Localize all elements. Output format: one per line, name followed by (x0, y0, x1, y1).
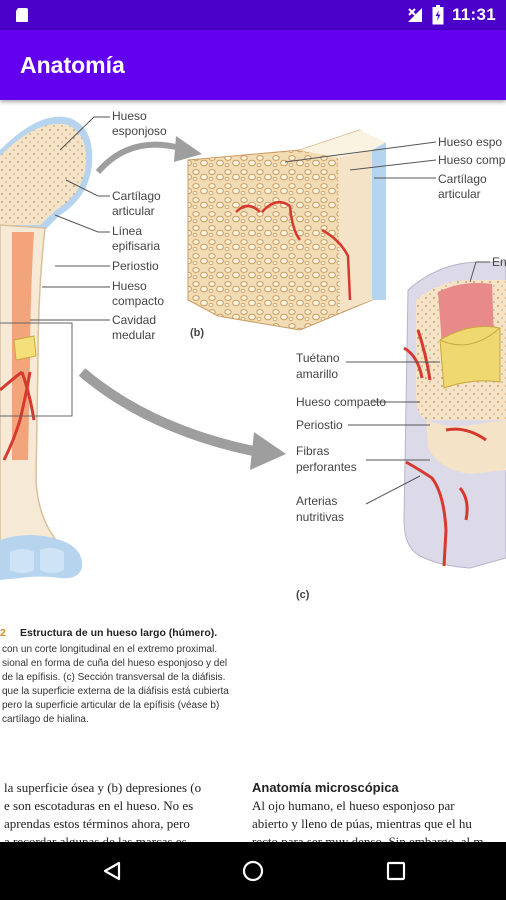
panel-b-leader-lines (284, 141, 437, 179)
label-hueso-compacto: Hueso compacto (112, 279, 164, 308)
status-bar: 11:31 (0, 0, 506, 30)
figure-caption: 2 Estructura de un hueso largo (húmero).… (0, 627, 232, 725)
panel-c-illustration (403, 261, 506, 569)
home-button[interactable] (223, 842, 283, 900)
body-text-right-column: Anatomía microscópica Al ojo humano, el … (252, 780, 484, 842)
app-bar: Anatomía (0, 30, 506, 100)
back-icon (103, 861, 121, 881)
label-hueso-esponjoso: Hueso esponjoso (112, 109, 167, 138)
panel-b-label-cartilago-articular: Cartílago articular (438, 172, 490, 201)
panel-c-label-endostio: En (492, 255, 506, 269)
sd-card-icon (16, 8, 28, 22)
arrow-to-panel-c-icon (78, 368, 286, 470)
panel-c-label-fibras-perforantes: Fibras perforantes (296, 444, 357, 474)
humerus-illustration (0, 116, 93, 580)
back-button[interactable] (82, 842, 142, 900)
panel-b-illustration (187, 129, 386, 331)
panel-c-label-tuetano-amarillo: Tuétano amarillo (296, 351, 343, 381)
label-periostio: Periostio (112, 259, 159, 273)
svg-text:la superficie ósea y (b) depre: la superficie ósea y (b) depresiones (o … (4, 780, 204, 842)
panel-b-label-hueso-esponjoso: Hueso espo (438, 135, 502, 149)
panel-c-label-periostio: Periostio (296, 418, 343, 432)
panel-b-label: (b) (190, 327, 204, 339)
label-linea-epifisaria: Línea epifisaria (112, 224, 160, 253)
recents-button[interactable] (366, 842, 426, 900)
navigation-bar (0, 842, 506, 900)
status-time: 11:31 (451, 5, 496, 24)
caption-text: con un corte longitudinal en el extremo … (2, 644, 232, 725)
label-cavidad-medular: Cavidad medular (112, 313, 159, 342)
recents-icon (386, 861, 406, 881)
arrow-to-panel-b-icon (95, 136, 202, 174)
humerus-leader-lines (30, 116, 110, 321)
section-heading: Anatomía microscópica (252, 780, 399, 795)
svg-text:Al ojo humano, el hueso esponj: Al ojo humano, el hueso esponjoso par ab… (252, 798, 484, 842)
document-viewer[interactable]: Hueso esponjoso Cartílago articular Líne… (0, 100, 506, 842)
panel-c-label-arterias-nutritivas: Arterias nutritivas (296, 494, 344, 524)
home-icon (242, 860, 264, 882)
caption-number: 2 (0, 627, 6, 639)
panel-c-label-hueso-compacto: Hueso compacto (296, 395, 386, 409)
battery-icon (432, 5, 444, 25)
panel-b-label-hueso-compacto: Hueso comp (438, 153, 506, 167)
anatomy-figure: Hueso esponjoso Cartílago articular Líne… (0, 109, 506, 842)
panel-c-label: (c) (296, 589, 310, 601)
caption-title: Estructura de un hueso largo (húmero). (20, 627, 217, 639)
panel-c-leader-lines (346, 261, 490, 505)
signal-icon (407, 8, 422, 22)
label-cartilago-articular: Cartílago articular (112, 189, 164, 218)
body-text-left-column: la superficie ósea y (b) depresiones (o … (4, 780, 204, 842)
page-title: Anatomía (20, 52, 125, 78)
